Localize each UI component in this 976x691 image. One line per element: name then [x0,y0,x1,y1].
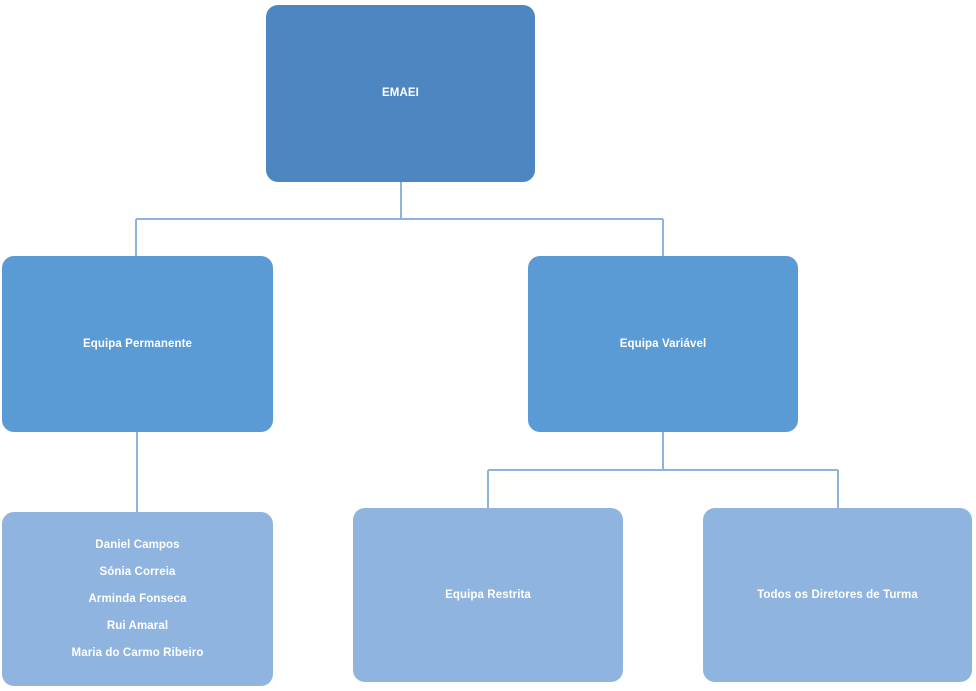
member-name: Maria do Carmo Ribeiro [71,646,204,659]
node-emaei-label: EMAEI [382,87,419,100]
member-name: Rui Amaral [106,619,169,632]
node-equipa-permanente-label: Equipa Permanente [82,337,193,350]
node-equipa-variavel-label: Equipa Variável [619,337,707,350]
member-name: Daniel Campos [95,538,180,551]
node-emaei[interactable]: EMAEI [266,5,535,182]
node-todos-diretores-turma-label: Todos os Diretores de Turma [757,588,918,601]
node-equipa-restrita-label: Equipa Restrita [445,588,531,601]
node-equipa-permanente[interactable]: Equipa Permanente [2,256,273,432]
node-equipa-restrita[interactable]: Equipa Restrita [353,508,623,682]
member-name: Sónia Correia [99,565,176,578]
node-todos-diretores-turma[interactable]: Todos os Diretores de Turma [703,508,972,682]
node-equipa-permanente-members[interactable]: Daniel Campos Sónia Correia Arminda Fons… [2,512,273,686]
node-equipa-variavel[interactable]: Equipa Variável [528,256,798,432]
member-name: Arminda Fonseca [88,592,187,605]
